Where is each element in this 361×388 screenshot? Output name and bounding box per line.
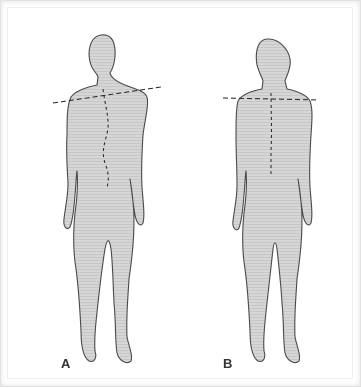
figure-b-body [233, 39, 312, 363]
figure-a [53, 35, 161, 363]
figure-b [223, 39, 319, 363]
figure-b-label: B [223, 356, 232, 371]
figure-a-body [64, 35, 148, 363]
figure-a-label: A [61, 356, 70, 371]
